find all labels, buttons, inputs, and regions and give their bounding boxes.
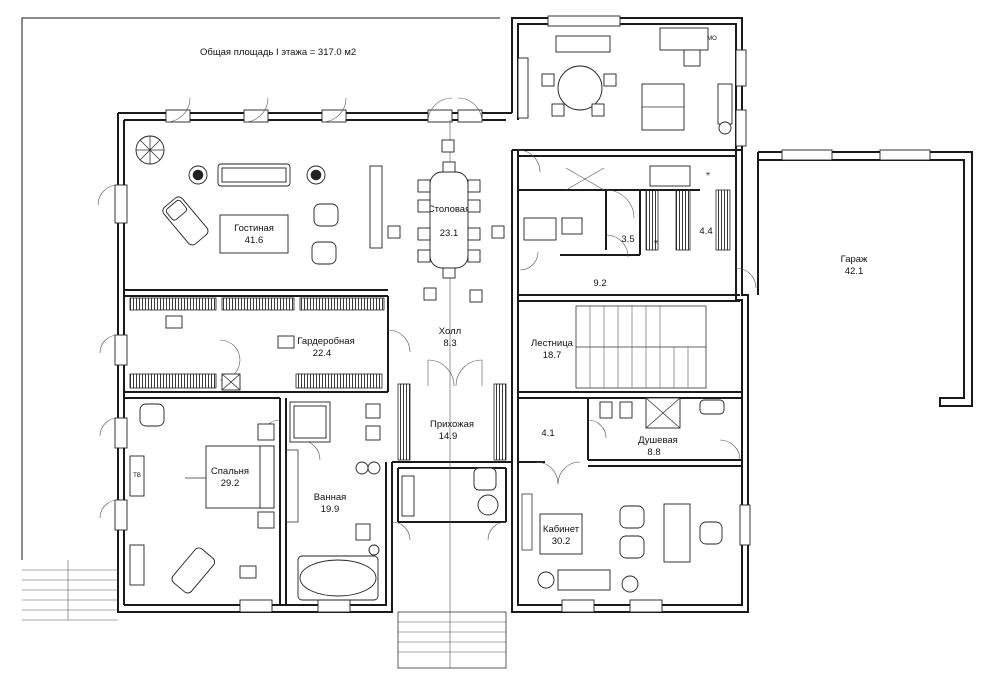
wardrobe-name: Гардеробная <box>297 336 354 347</box>
living-room-area: 41.6 <box>245 235 264 246</box>
bathroom-name: Ванная <box>314 492 347 503</box>
utility-area: 4.4 <box>699 226 712 237</box>
study-name: Кабинет <box>543 524 580 535</box>
bedroom-furniture: Спальня 29.2 ТВ <box>129 403 275 594</box>
corridor-area: 9.2 <box>593 278 606 289</box>
living-room-name: Гостиная <box>234 223 274 234</box>
wardrobe-shelves: Гардеробная 22.4 <box>129 297 385 391</box>
utility-rooms: 3.5 4.4 9.2 ✳ ✳ <box>523 165 731 289</box>
shower-room: Душевая 8.8 4.1 <box>541 397 725 458</box>
dining-room-area: 23.1 <box>440 228 459 239</box>
sparkle-icon-2: ✳ <box>705 171 710 178</box>
hall-name: Холл <box>439 326 461 337</box>
shower-room-name: Душевая <box>638 435 678 446</box>
dining-chairs <box>417 161 481 279</box>
bathroom-fixtures: Ванная 19.9 <box>285 401 381 601</box>
tv-label: ТВ <box>133 473 141 479</box>
shower-room-area: 8.8 <box>647 447 660 458</box>
study-furniture: Кабинет 30.2 <box>521 493 723 593</box>
garage-area: 42.1 <box>845 266 864 277</box>
staircase: Лестница 18.7 <box>531 305 707 389</box>
entry-steps <box>22 560 507 669</box>
dining-room-name: Столовая <box>428 204 470 215</box>
bathroom-area: 19.9 <box>321 504 340 515</box>
sparkle-icon: ✳ <box>653 239 658 246</box>
stairs-name: Лестница <box>531 338 574 349</box>
wardrobe-area: 22.4 <box>313 348 332 359</box>
kitchen-furniture: MO <box>517 27 733 135</box>
living-room-furniture: Гостиная 41.6 <box>135 135 383 265</box>
kitchen-appliance-label: MO <box>707 36 717 42</box>
entrance-name: Прихожая <box>430 419 474 430</box>
study-area: 30.2 <box>552 536 571 547</box>
plant-icon <box>135 135 165 165</box>
doors <box>219 149 757 541</box>
hall-area: 8.3 <box>443 338 456 349</box>
dining-area: Столовая 23.1 <box>387 120 505 612</box>
stairs-area: 18.7 <box>543 350 562 361</box>
entrance-area: Прихожая 14.9 <box>397 383 507 517</box>
bedroom-area: 29.2 <box>221 478 240 489</box>
windows <box>97 15 931 613</box>
entrance-area: 14.9 <box>439 431 458 442</box>
garage-name: Гараж <box>841 254 868 265</box>
total-area-caption: Общая площадь I этажа = 317.0 м2 <box>200 47 356 58</box>
pantry-area: 3.5 <box>621 234 634 245</box>
bedroom-name: Спальня <box>211 466 249 477</box>
lobby-area: 4.1 <box>541 428 554 439</box>
